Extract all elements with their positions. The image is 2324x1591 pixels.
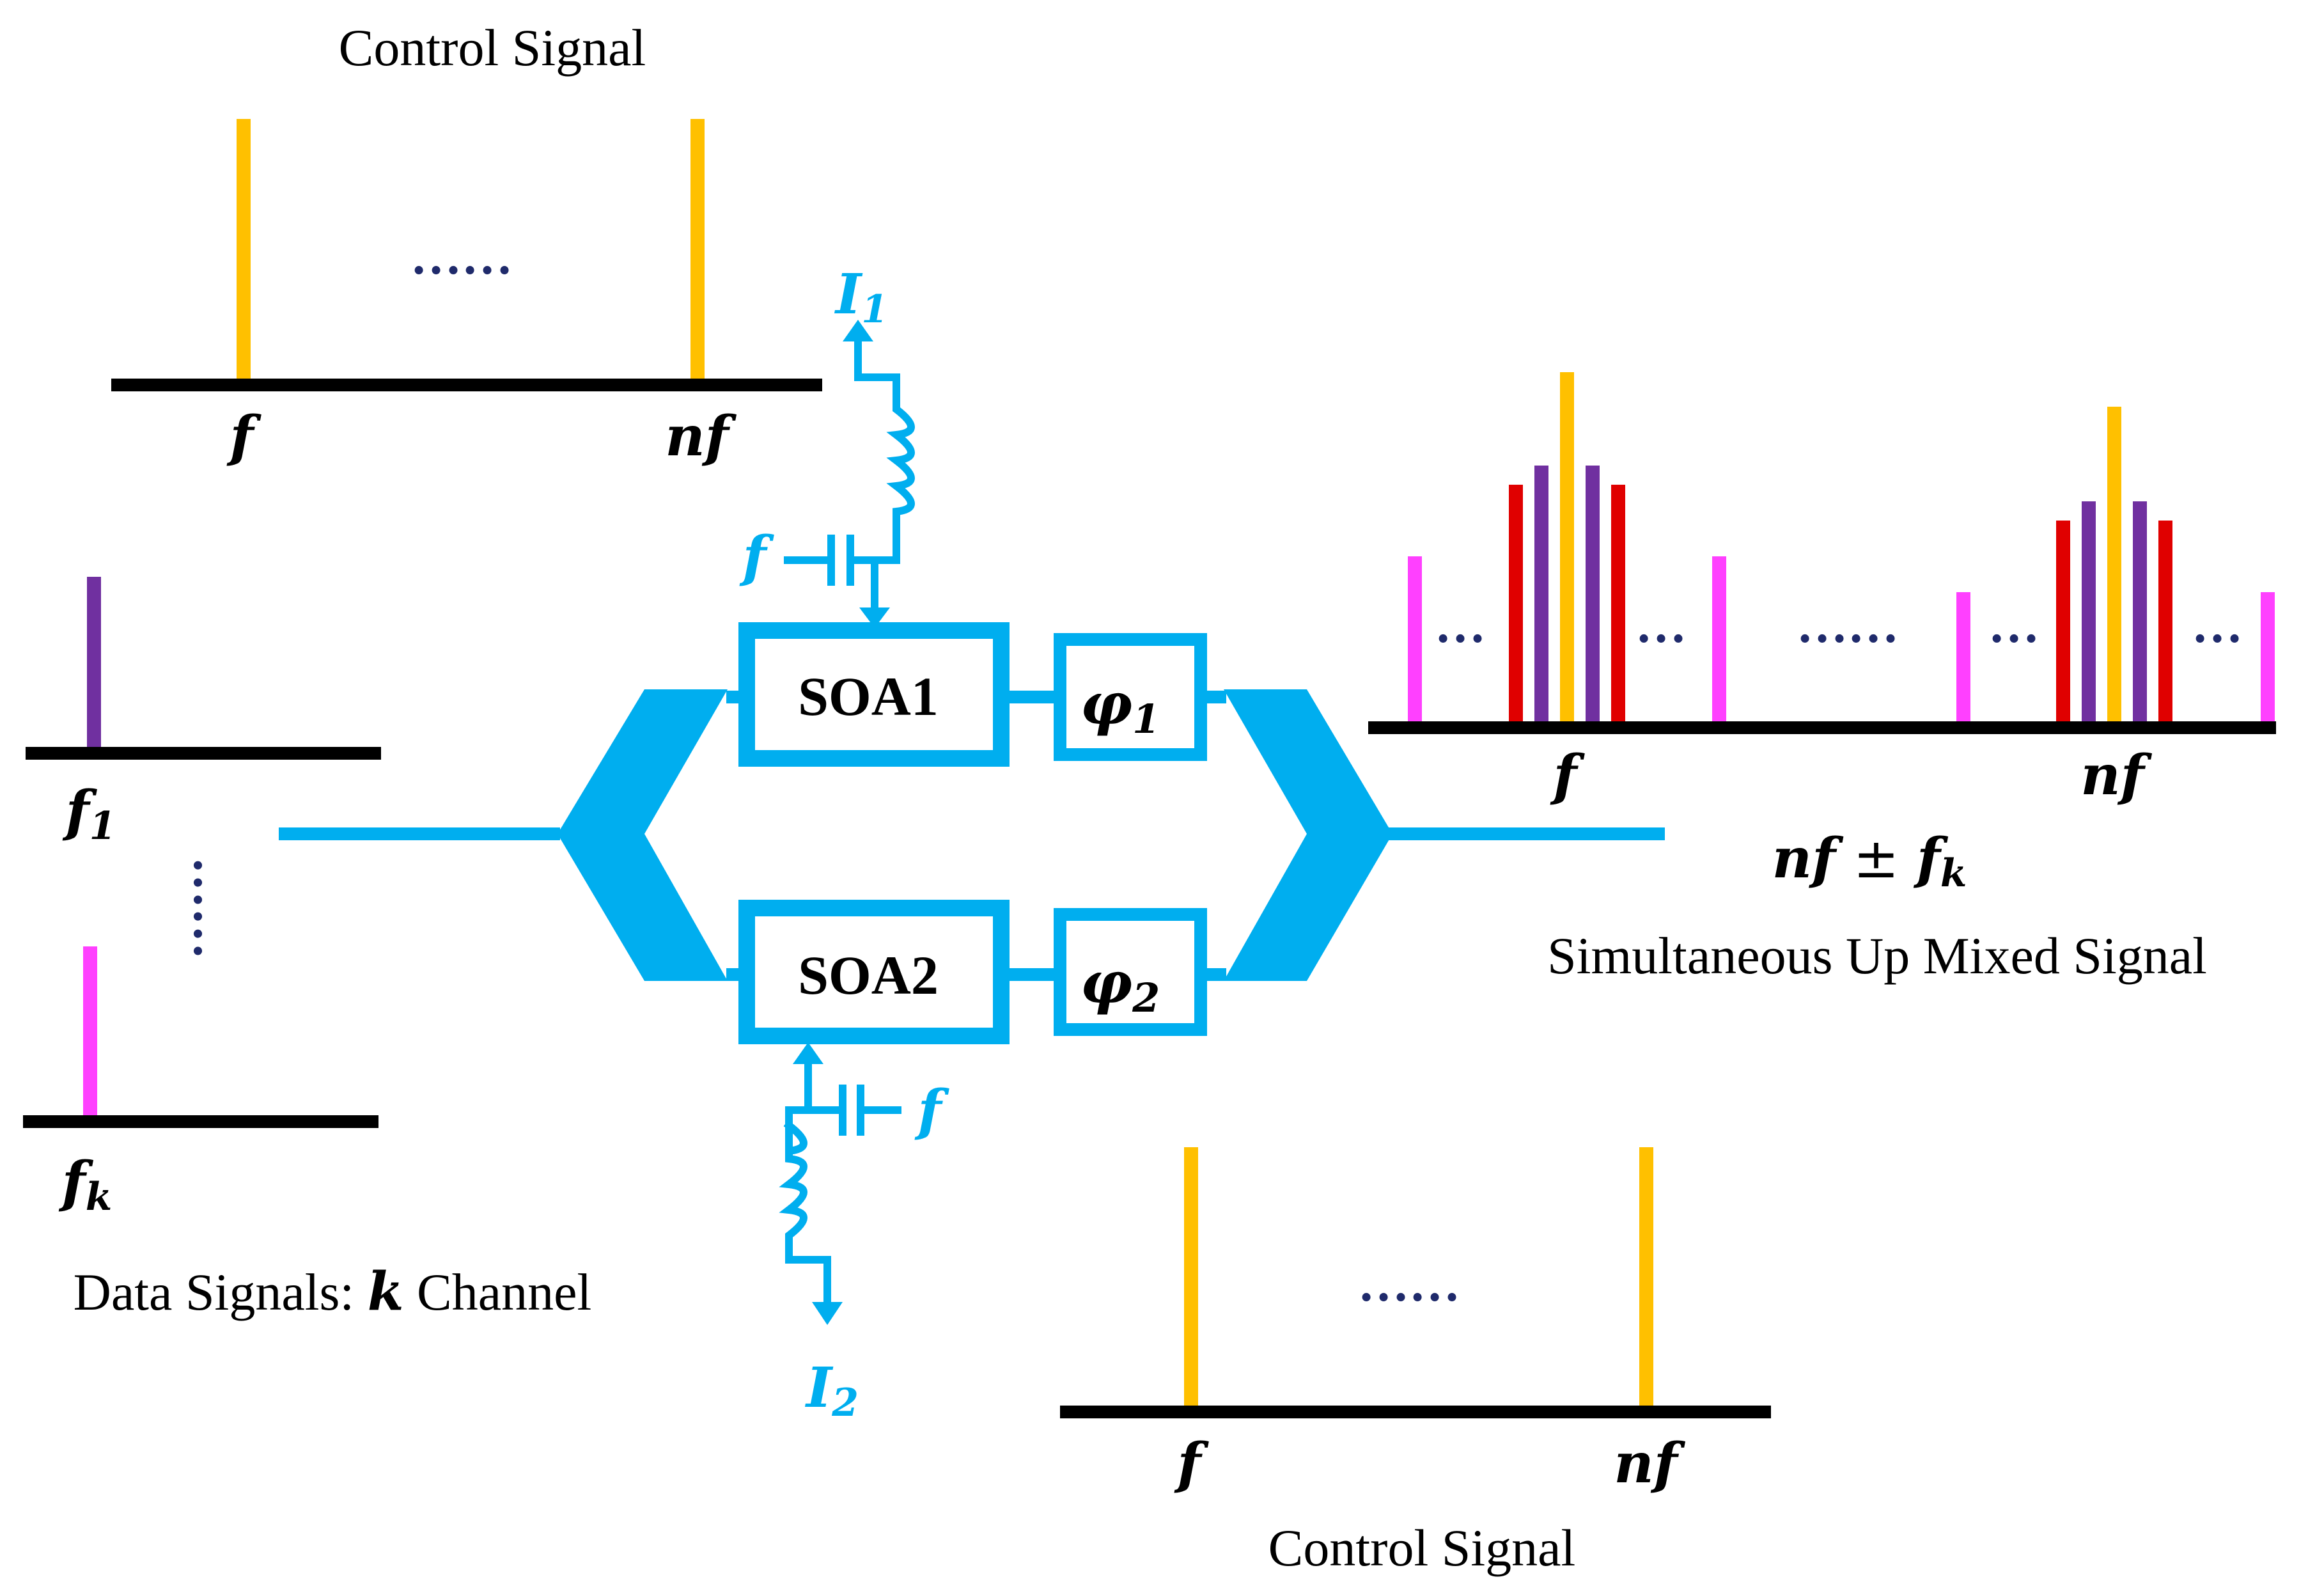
lower-arm-out — [1203, 968, 1226, 981]
out-purple-nf-left — [2082, 501, 2096, 724]
control-bottom-axis — [1060, 1406, 1771, 1418]
control-top-tick-f: f — [226, 404, 262, 469]
control-bottom-tick-nf: nf — [1614, 1431, 1686, 1496]
out-dots-3: … — [1988, 597, 2039, 654]
control-top-ellipsis: …… — [410, 229, 513, 285]
control-signal-bottom-title: Control Signal — [1268, 1519, 1576, 1577]
out-control-nf — [2107, 407, 2121, 724]
data-label-f1: f1 — [62, 779, 116, 849]
out-tick-f: f — [1550, 743, 1586, 808]
out-pink-right-2 — [2261, 592, 2275, 724]
out-pink-left-2 — [1956, 592, 1970, 724]
input-waveguide — [279, 827, 560, 840]
soa1-box — [738, 622, 1010, 767]
control-signal-top: Control Signal …… f nf — [111, 19, 822, 469]
lower-arm-mid — [1001, 968, 1056, 981]
output-waveguide — [1381, 827, 1665, 840]
input-splitter — [558, 689, 728, 981]
bias-tee-upper-arrow-up — [843, 320, 873, 341]
phase-shifter-2-box — [1054, 908, 1207, 1036]
out-red-f-left — [1509, 485, 1523, 724]
out-red-nf-right — [2158, 521, 2172, 724]
soa2-box — [738, 900, 1010, 1044]
control-bottom-tick-f: f — [1174, 1431, 1210, 1496]
control-signal-bottom: …… f nf Control Signal — [1060, 1147, 1771, 1577]
data-label-fk: fk — [58, 1150, 113, 1219]
soa1-label: SOA1 — [798, 666, 939, 727]
bias-tee-lower-arrow-down — [812, 1302, 843, 1325]
upper-arm-out — [1203, 691, 1226, 703]
out-dots-mid: …… — [1797, 597, 1899, 654]
control-top-line-nf — [690, 119, 705, 381]
soa2-label: SOA2 — [798, 944, 939, 1006]
control-bottom-line-f — [1184, 1147, 1198, 1409]
data-signals-caption: Data Signals: k Channel — [74, 1261, 592, 1322]
rf-input-1: f — [739, 524, 775, 589]
output-combiner — [1224, 689, 1392, 981]
control-signal-top-title: Control Signal — [339, 19, 646, 77]
out-dots-4: … — [2192, 597, 2243, 654]
bias-tee-lower-arrow-up — [793, 1042, 823, 1064]
bias-tee-upper-arrow-down — [859, 607, 890, 628]
control-bottom-ellipsis: …… — [1358, 1256, 1460, 1312]
phase-shifter-1-label: φ1 — [1080, 670, 1160, 742]
out-formula: nf ± fk — [1772, 826, 1967, 896]
rf-input-2: f — [914, 1078, 950, 1143]
out-purple-f-right — [1586, 466, 1600, 724]
out-title: Simultaneous Up Mixed Signal — [1547, 927, 2207, 985]
out-red-f-right — [1611, 485, 1625, 724]
out-red-nf-left — [2056, 521, 2070, 724]
data-signals: f1 …… fk Data Signals: k Channel — [23, 577, 591, 1322]
out-tick-nf: nf — [2080, 743, 2153, 808]
out-axis — [1368, 721, 2276, 734]
out-purple-nf-right — [2133, 501, 2147, 724]
output-spectrum: … … …… … … f nf nf ± fk Simultaneous Up … — [1368, 372, 2276, 985]
control-top-axis — [111, 379, 822, 391]
out-control-f — [1560, 372, 1574, 724]
data-axis-fk — [23, 1115, 378, 1128]
bias-tee-upper — [784, 335, 915, 613]
upper-arm-mid — [1001, 691, 1056, 703]
bias-tee-lower — [779, 1058, 901, 1308]
data-axis-f1 — [26, 747, 381, 760]
mzi-device: SOA1 SOA2 φ1 φ2 I1 f I2 f — [279, 262, 1665, 1425]
phase-shifter-2-label: φ2 — [1080, 949, 1160, 1021]
data-line-fk — [83, 946, 97, 1118]
control-top-tick-nf: nf — [665, 404, 737, 469]
phase-shifter-1-box — [1054, 633, 1207, 761]
out-pink-right-1 — [1712, 556, 1726, 724]
bias-current-1: I1 — [834, 262, 888, 332]
out-dots-2: … — [1635, 597, 1687, 654]
data-line-f1 — [87, 577, 101, 749]
control-top-line-f — [237, 119, 251, 381]
bias-current-2: I2 — [804, 1356, 859, 1425]
data-ellipsis: …… — [183, 857, 239, 959]
out-dots-1: … — [1435, 597, 1486, 654]
out-pink-left-1 — [1408, 556, 1422, 724]
control-bottom-line-nf — [1639, 1147, 1653, 1409]
out-purple-f-left — [1534, 466, 1548, 724]
